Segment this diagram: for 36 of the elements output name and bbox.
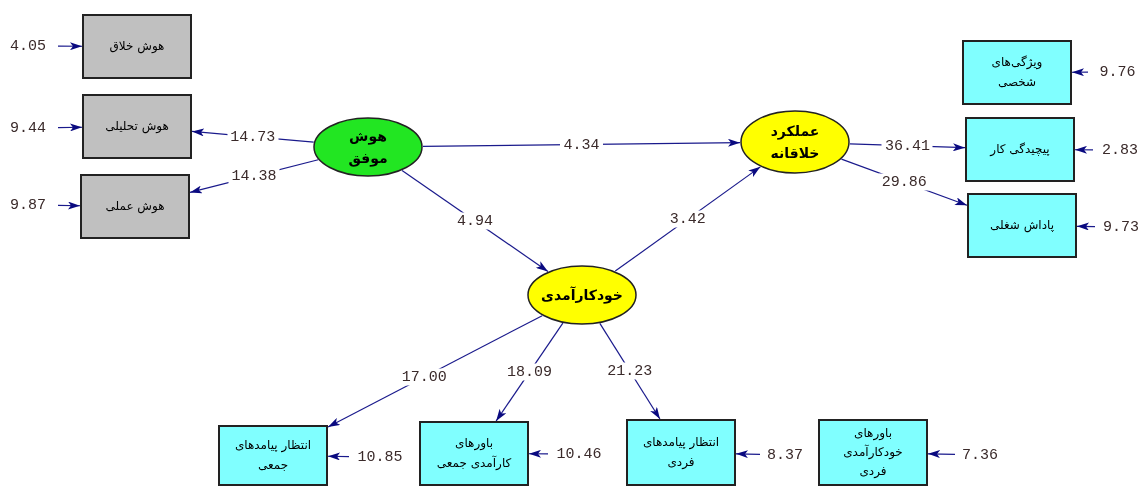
arrow [327,452,350,461]
error-value: 9.87 [0,195,56,215]
edge-label: 4.94 [454,212,496,230]
error-value: 7.36 [957,445,1003,465]
variable-box: انتظار پیامدهای فردی [626,419,736,486]
arrow [1071,68,1089,77]
error-value: 9.44 [0,118,56,138]
error-value: 10.85 [351,447,409,467]
variable-box: هوش خلاق [82,14,192,79]
variable-box: هوش عملی [80,174,190,239]
variable-box: پیچیدگی کار [965,117,1075,182]
error-value: 9.76 [1090,62,1145,82]
edge-label: 14.38 [228,167,280,185]
error-value: 2.83 [1095,140,1145,160]
variable-box: انتظار پیامدهای جمعی [218,425,328,486]
error-value: 4.05 [0,36,56,56]
variable-ellipse: هوش موفق [313,117,423,177]
variable-box: پاداش شغلی [967,193,1077,258]
arrow [528,449,549,458]
arrow [57,123,83,132]
error-value: 8.37 [762,445,808,465]
variable-box: باورهای کارآمدی جمعی [419,421,529,486]
arrow [1074,145,1094,154]
arrow [57,42,83,51]
error-value: 10.46 [550,444,608,464]
variable-box: باورهای خودکارآمدی فردی [818,419,928,486]
variable-box: ویژگی‌های شخصی [962,40,1072,105]
variable-ellipse: خودکارآمدی [527,265,637,325]
arrow [927,450,956,459]
edge-label: 29.86 [878,173,930,191]
arrow [1076,222,1096,231]
arrow [735,450,761,459]
variable-ellipse: عملکرد خلاقانه [740,110,850,174]
arrow [57,201,81,210]
variable-box: هوش تحلیلی [82,94,192,159]
error-value: 9.73 [1097,217,1145,237]
